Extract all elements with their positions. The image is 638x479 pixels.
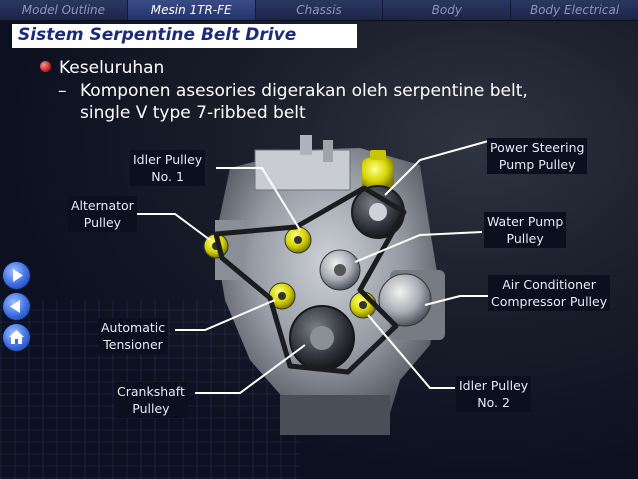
home-icon [3, 324, 30, 351]
next-slide-button[interactable] [3, 262, 30, 289]
home-button[interactable] [3, 324, 30, 351]
next-arrow-icon [3, 262, 30, 289]
back-arrow-icon [3, 293, 30, 320]
previous-slide-button[interactable] [3, 293, 30, 320]
